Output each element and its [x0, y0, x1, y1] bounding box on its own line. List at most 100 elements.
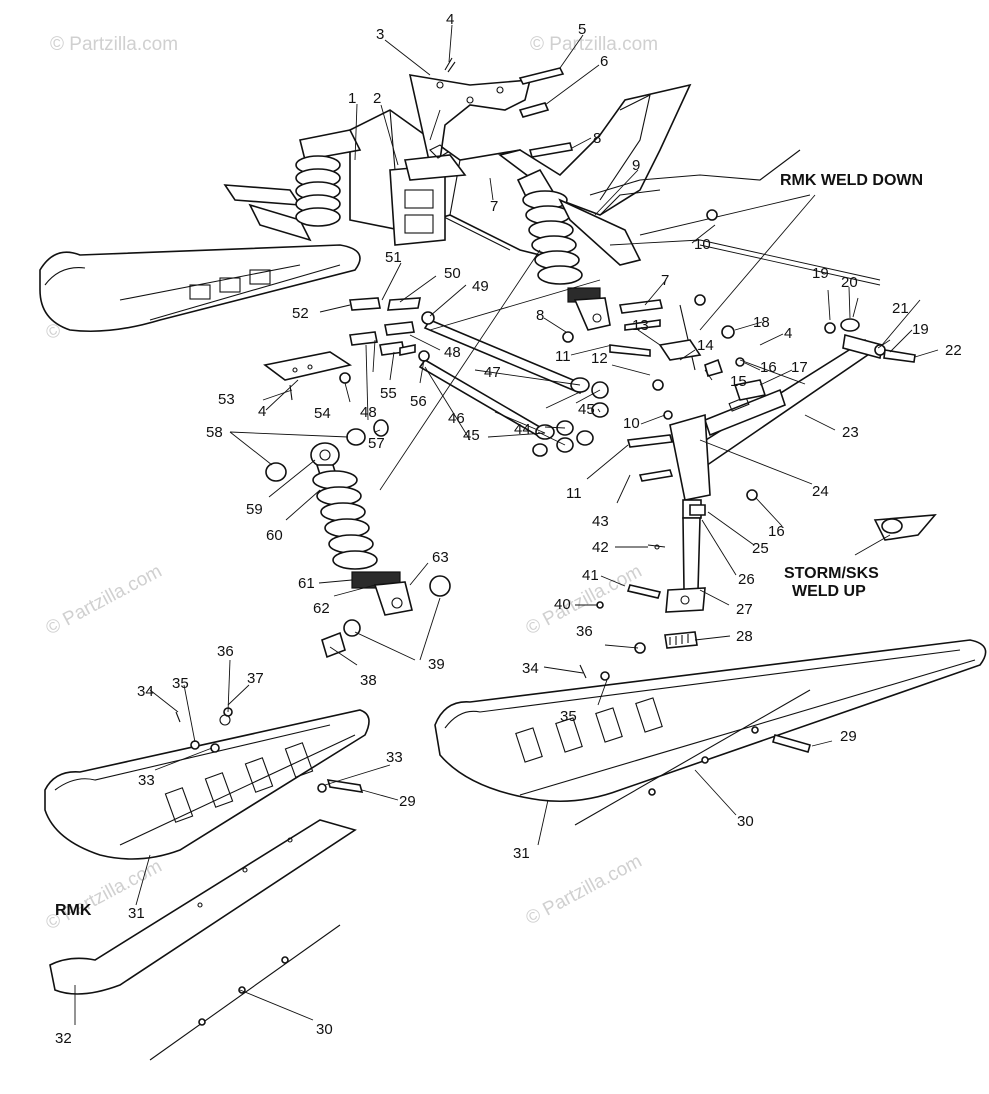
callout-12: 12 — [591, 350, 608, 367]
callout-51: 51 — [385, 249, 402, 266]
callout-58: 58 — [206, 424, 223, 441]
callout-2: 2 — [373, 90, 381, 107]
callout-47: 47 — [484, 364, 501, 381]
watermark: © Partzilla.com — [42, 561, 165, 640]
tie-rod-hardware — [824, 318, 916, 363]
callout-43: 43 — [592, 513, 609, 530]
lower-right-ski — [434, 639, 987, 826]
callout-48: 48 — [360, 404, 377, 421]
callout-10: 10 — [623, 415, 640, 432]
notes: RMK WELD DOWN STORM/SKS WELD UP RMK — [55, 172, 923, 919]
callout-31: 31 — [128, 905, 145, 922]
callout-10: 10 — [694, 236, 711, 253]
note-rmk: RMK — [55, 902, 92, 919]
callout-53: 53 — [218, 391, 235, 408]
upper-mount-bracket — [389, 74, 532, 246]
callout-7: 7 — [661, 272, 669, 289]
watermark: © Partzilla.com — [42, 856, 165, 935]
right-upper-shock — [516, 168, 661, 331]
callout-28: 28 — [736, 628, 753, 645]
callout-26: 26 — [738, 571, 755, 588]
callout-30: 30 — [737, 813, 754, 830]
callout-29: 29 — [399, 793, 416, 810]
spindle-hardware — [562, 209, 767, 654]
callout-33: 33 — [138, 772, 155, 789]
callout-38: 38 — [360, 672, 377, 689]
callout-14: 14 — [697, 337, 714, 354]
note-storm-sks-line1: STORM/SKS — [784, 565, 879, 582]
leader-lines — [74, 24, 939, 1025]
callout-33: 33 — [386, 749, 403, 766]
front-lower-shock — [265, 419, 451, 659]
callout-20: 20 — [841, 274, 858, 291]
callout-1: 1 — [348, 90, 356, 107]
watermark: © Partzilla.com — [530, 34, 658, 55]
callout-18: 18 — [753, 314, 770, 331]
callout-60: 60 — [266, 527, 283, 544]
callout-39: 39 — [428, 656, 445, 673]
callout-31: 31 — [513, 845, 530, 862]
callout-5: 5 — [578, 21, 586, 38]
callout-59: 59 — [246, 501, 263, 518]
left-hardware — [263, 297, 435, 401]
callout-21: 21 — [892, 300, 909, 317]
callout-4: 4 — [446, 11, 454, 28]
top-bolts — [429, 57, 574, 158]
callout-34: 34 — [137, 683, 154, 700]
radius-rods — [379, 249, 609, 491]
callout-30: 30 — [316, 1021, 333, 1038]
callout-37: 37 — [247, 670, 264, 687]
callout-45: 45 — [463, 427, 480, 444]
callout-9: 9 — [632, 157, 640, 174]
note-storm-sks-line2: WELD UP — [792, 583, 866, 600]
callout-11: 11 — [555, 348, 571, 365]
callout-25: 25 — [752, 540, 769, 557]
watermark: © Partzilla.com — [50, 34, 178, 55]
left-background-shock — [295, 129, 362, 227]
callout-49: 49 — [472, 278, 489, 295]
callout-35: 35 — [172, 675, 189, 692]
callout-27: 27 — [736, 601, 753, 618]
callout-29: 29 — [840, 728, 857, 745]
callout-45: 45 — [578, 401, 595, 418]
callout-19: 19 — [912, 321, 929, 338]
callout-4: 4 — [784, 325, 792, 342]
callout-35: 35 — [560, 708, 577, 725]
callout-8: 8 — [593, 130, 601, 147]
callout-6: 6 — [600, 53, 608, 70]
callout-3: 3 — [376, 26, 384, 43]
callout-57: 57 — [368, 435, 385, 452]
callout-44: 44 — [514, 421, 531, 438]
callout-24: 24 — [812, 483, 829, 500]
callout-56: 56 — [410, 393, 427, 410]
callout-19: 19 — [812, 265, 829, 282]
callout-labels: 1 2 3 4 5 6 7 8 9 10 7 8 11 12 13 14 15 … — [55, 11, 962, 1047]
callout-15: 15 — [730, 373, 747, 390]
callout-46: 46 — [448, 410, 465, 427]
callout-8: 8 — [536, 307, 544, 324]
callout-4: 4 — [258, 403, 266, 420]
callout-11: 11 — [566, 485, 582, 502]
callout-42: 42 — [592, 539, 609, 556]
callout-36: 36 — [217, 643, 234, 660]
callout-22: 22 — [945, 342, 962, 359]
callout-13: 13 — [632, 317, 649, 334]
callout-62: 62 — [313, 600, 330, 617]
callout-41: 41 — [582, 567, 599, 584]
callout-16: 16 — [768, 523, 785, 540]
callout-40: 40 — [554, 596, 571, 613]
callout-34: 34 — [522, 660, 539, 677]
storm-sks-bracket — [873, 514, 937, 541]
lower-left-ski — [44, 707, 370, 1061]
callout-7: 7 — [490, 198, 498, 215]
callout-48: 48 — [444, 344, 461, 361]
callout-54: 54 — [314, 405, 331, 422]
callout-16: 16 — [760, 359, 777, 376]
callout-23: 23 — [842, 424, 859, 441]
callout-36: 36 — [576, 623, 593, 640]
spindle — [665, 413, 711, 613]
callout-55: 55 — [380, 385, 397, 402]
callout-17: 17 — [791, 359, 808, 376]
callout-52: 52 — [292, 305, 309, 322]
